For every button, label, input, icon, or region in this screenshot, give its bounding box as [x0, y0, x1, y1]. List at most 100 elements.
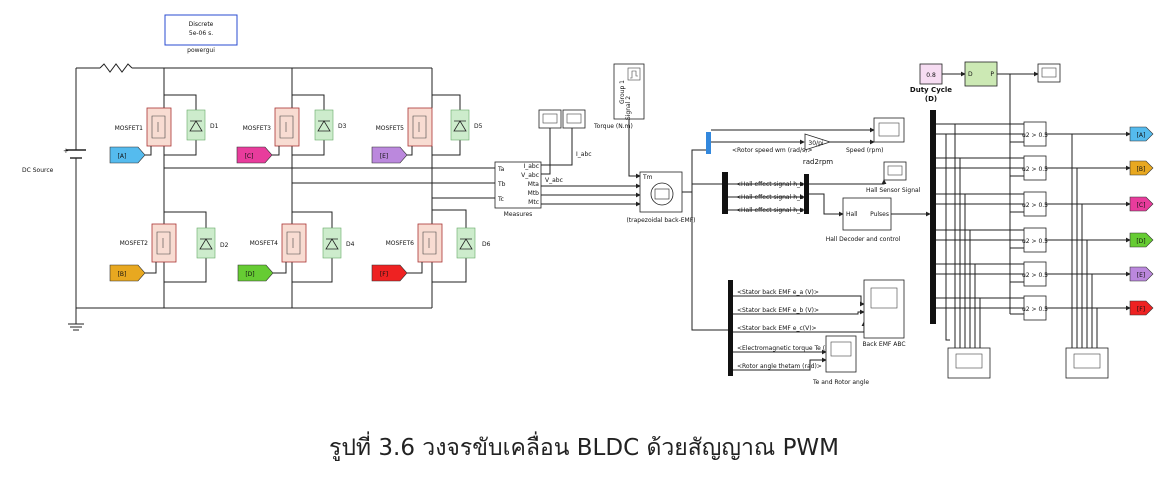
gate-tag-e[interactable]: [E] [371, 146, 413, 164]
gate-tag-f[interactable]: [F] [371, 262, 423, 282]
out-tag-a[interactable] [1129, 126, 1154, 142]
powergui-line1: Discrete [189, 21, 214, 28]
out-tag-e[interactable] [1129, 266, 1154, 282]
out-tag-f[interactable] [1129, 300, 1154, 316]
motor-port-tm: Tm [642, 174, 653, 181]
scope-v-abc[interactable] [538, 109, 562, 129]
hall-scope-label: Hall Sensor Signal [866, 187, 921, 194]
theta-signal: <Rotor angle thetam (rad)> [737, 363, 822, 370]
measures-out-mtb: Mtb [528, 190, 540, 197]
emf-signal-c: <Stator back EMF e_c(V)> [737, 325, 817, 332]
scope-back-emf[interactable]: Back EMF ABC [862, 279, 906, 348]
motor-label: (trapezoidal back-EMF) [626, 217, 695, 224]
inverter-leg-3 [431, 68, 495, 308]
hall-decoder-block[interactable]: Hall Pulses Hall Decoder and control [826, 197, 901, 243]
hall-mux[interactable] [804, 174, 809, 214]
gain-block[interactable]: 30/pi rad2rpm [803, 133, 833, 166]
switch-d-threshold: u2 > 0.5 [1022, 238, 1048, 245]
switch-row-f: u2 > 0.5 [F] [936, 295, 1154, 321]
bus-selector-speed[interactable] [706, 132, 711, 154]
switch-row-a: u2 > 0.5 [A] [936, 121, 1154, 147]
measures-block[interactable]: Ta Tb Tc I_abc V_abc Mta Mtb Mtc Measure… [494, 161, 542, 218]
hall-demux[interactable] [722, 172, 728, 214]
diode6-label: D6 [482, 241, 491, 248]
gate-tag-c[interactable]: [C] [236, 146, 280, 164]
resistor-icon [99, 63, 133, 73]
mosfet5-label: MOSFET5 [376, 125, 405, 132]
powergui-block[interactable]: Discrete 5e-06 s. powergui [164, 14, 238, 54]
bldc-motor-block[interactable]: Tm (trapezoidal back-EMF) [626, 171, 696, 224]
emf-demux[interactable] [728, 280, 733, 376]
scope-pulses-right[interactable] [1065, 347, 1109, 379]
out-tag-c-label: [C] [1137, 202, 1146, 209]
switch-a-threshold: u2 > 0.5 [1022, 132, 1048, 139]
scope-pwm[interactable] [1037, 63, 1061, 83]
scope-i-abc[interactable] [562, 109, 586, 129]
mosfet6-label: MOSFET6 [386, 240, 415, 247]
gate-tag-b-label: [B] [118, 271, 127, 278]
diode5-block[interactable]: D5 [450, 109, 483, 141]
mosfet3-block[interactable]: MOSFET3 [243, 107, 300, 147]
mosfet2-block[interactable]: MOSFET2 [120, 223, 177, 263]
pwm-out: P [990, 71, 994, 78]
scope-te-rotor[interactable]: Te and Rotor angle [812, 335, 869, 386]
out-tag-f-label: [F] [1137, 306, 1145, 313]
diode2-block[interactable]: D2 [196, 227, 229, 259]
switch-row-b: u2 > 0.5 [B] [936, 155, 1154, 181]
gain-value: 30/pi [808, 140, 823, 147]
measures-label: Measures [504, 211, 533, 218]
measures-out-iabc: I_abc [523, 163, 539, 170]
out-tag-d-label: [D] [1136, 238, 1145, 245]
te-signal: <Electromagnetic torque Te (N*m)> [737, 345, 846, 352]
out-tag-c[interactable] [1129, 196, 1154, 212]
pwm-in: D [968, 71, 973, 78]
mosfet4-label: MOSFET4 [250, 240, 279, 247]
gate-tag-a[interactable]: [A] [109, 146, 152, 164]
mosfet5-block[interactable]: MOSFET5 [376, 107, 433, 147]
duty-label-1: Duty Cycle [910, 86, 952, 94]
signal-group-block[interactable]: Group 1 Signal 2 [613, 63, 645, 120]
inverter-leg-2 [291, 68, 495, 308]
mosfet4-block[interactable]: MOSFET4 [250, 223, 307, 263]
diode1-block[interactable]: D1 [186, 109, 219, 141]
ground-icon [68, 323, 84, 331]
measures-in-ta: Ta [497, 166, 505, 173]
dc-source[interactable]: + DC Source [22, 68, 86, 324]
diode1-label: D1 [210, 123, 219, 130]
switch-b-threshold: u2 > 0.5 [1022, 166, 1048, 173]
torque-label: Torque (N.m) [593, 123, 633, 130]
pulse-demux[interactable] [930, 110, 936, 324]
group-signal: Signal 2 [625, 96, 632, 120]
switch-c-threshold: u2 > 0.5 [1022, 202, 1048, 209]
vabc-signal-label: V_abc [545, 177, 563, 184]
out-tag-d[interactable] [1129, 232, 1154, 248]
hall-signal-a: <Hall effect signal h_a> [736, 181, 809, 188]
scope-hall[interactable] [883, 161, 907, 181]
mosfet1-block[interactable]: MOSFET1 [115, 107, 172, 147]
te-rotor-label: Te and Rotor angle [812, 379, 869, 386]
scope-pulses-left[interactable] [947, 347, 991, 379]
powergui-label: powergui [187, 47, 215, 54]
duty-value: 0.8 [926, 72, 936, 79]
group-name: Group 1 [619, 80, 626, 104]
duty-constant-block[interactable]: 0.8 Duty Cycle (D) [910, 63, 952, 103]
mosfet2-label: MOSFET2 [120, 240, 149, 247]
gate-tag-d[interactable]: [D] [237, 262, 287, 282]
pwm-generator-block[interactable]: D P [964, 61, 998, 87]
diode3-label: D3 [338, 123, 347, 130]
mosfet6-block[interactable]: MOSFET6 [386, 223, 443, 263]
measures-in-tc: Tc [497, 196, 504, 203]
gate-tag-c-label: [C] [245, 153, 254, 160]
scope-taps-left [945, 124, 981, 348]
hall-decoder-label: Hall Decoder and control [826, 236, 901, 243]
figure-caption: รูปที่ 3.6 วงจรขับเคลื่อน BLDC ด้วยสัญญา… [328, 435, 840, 461]
dc-source-label: DC Source [22, 167, 54, 174]
diode4-block[interactable]: D4 [322, 227, 355, 259]
scope-speed[interactable] [873, 117, 905, 143]
diode6-block[interactable]: D6 [456, 227, 491, 259]
out-tag-b-label: [B] [1137, 166, 1146, 173]
out-tag-b[interactable] [1129, 160, 1154, 176]
gate-tag-b[interactable]: [B] [109, 262, 157, 282]
diode3-block[interactable]: D3 [314, 109, 347, 141]
